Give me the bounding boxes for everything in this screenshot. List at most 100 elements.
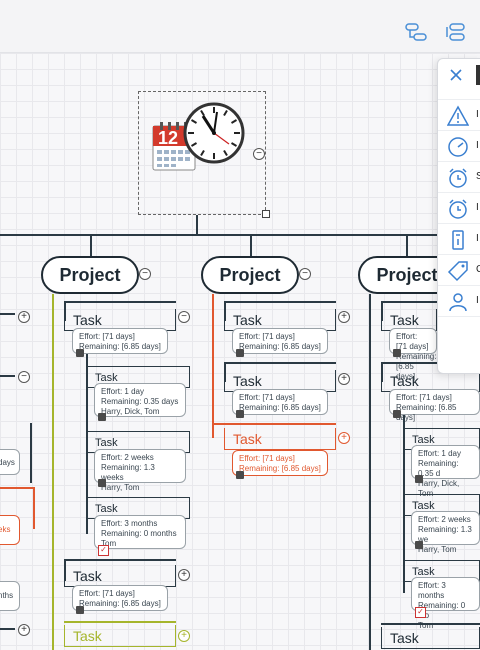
id-card-icon (452, 230, 464, 250)
expand-task-button[interactable]: + (338, 373, 350, 385)
project-node-1[interactable]: Project (41, 256, 139, 294)
task-note: Effort: [71 days]Remaining: [6.85 days] (72, 328, 168, 354)
connector (381, 623, 480, 625)
note-tag-icon (76, 606, 84, 614)
task-node-selected[interactable]: Task (224, 428, 336, 450)
gauge-icon (448, 137, 468, 157)
collapse-button[interactable]: − (18, 371, 30, 383)
connector (30, 423, 32, 483)
checkbox-done[interactable]: ✓ (415, 607, 426, 618)
price-tag-icon (447, 261, 468, 282)
panel-item-label: C (476, 264, 480, 275)
layout-view-icon[interactable] (444, 22, 468, 42)
task-node[interactable]: Task (64, 565, 176, 587)
top-toolbar (0, 0, 480, 53)
note-tag-icon (98, 479, 106, 487)
resize-handle[interactable] (262, 210, 270, 218)
root-node[interactable]: 12 − (138, 91, 270, 218)
task-note: Effort: [71 days]Remaining: [6.85 days] (389, 389, 480, 422)
panel-empty-row (438, 316, 480, 367)
expand-button[interactable]: + (18, 624, 30, 636)
expand-task-button[interactable]: + (338, 432, 350, 444)
task-note: eks (0, 515, 20, 545)
note-tag-icon (236, 410, 244, 418)
connector (0, 313, 15, 315)
connector (250, 234, 252, 256)
task-note: Effort: [71 days]Remaining: [6.85 days] (232, 328, 328, 354)
connector (0, 487, 34, 489)
task-note: Effort: [71 days]Remaining: [6.85 days] (232, 389, 328, 415)
expand-task-button[interactable]: + (178, 630, 190, 642)
connector (196, 215, 198, 235)
mindmap-canvas[interactable]: 12 − (0, 53, 480, 650)
task-node[interactable]: Task (381, 627, 480, 649)
collapse-task-button[interactable]: − (178, 311, 190, 323)
connector (212, 294, 214, 438)
alarm-clock-icon (449, 199, 467, 219)
task-note: Effort: [71 days]Remaining: [6.85 days] (389, 328, 437, 381)
connector (64, 301, 176, 303)
panel-item-label: I (476, 233, 479, 244)
connector (90, 234, 92, 256)
note-tag-icon (98, 413, 106, 421)
connector (406, 234, 408, 256)
icon-picker-panel: I I S I I C I (437, 58, 480, 374)
panel-item-id[interactable]: I (438, 223, 480, 255)
clock-icon (183, 102, 245, 164)
panel-edge (476, 65, 480, 85)
collapse-project-1-button[interactable]: − (139, 268, 151, 280)
panel-item-alarm[interactable]: S (438, 161, 480, 193)
expand-button[interactable]: + (18, 311, 30, 323)
panel-item-people[interactable]: I (438, 285, 480, 317)
checkbox-done[interactable]: ✓ (98, 545, 109, 556)
connector (212, 423, 336, 425)
panel-item-label: I (476, 140, 479, 151)
task-note: days (0, 449, 20, 475)
connector (224, 362, 336, 364)
panel-item-warning[interactable]: I (438, 99, 480, 131)
connector (381, 362, 480, 364)
connector (52, 294, 54, 650)
collapse-project-2-button[interactable]: − (299, 268, 311, 280)
close-icon[interactable] (448, 67, 464, 83)
connector (64, 621, 176, 623)
note-tag-icon (393, 410, 401, 418)
connector (0, 375, 15, 377)
connector (33, 487, 35, 529)
panel-item-gauge[interactable]: I (438, 130, 480, 162)
connector (0, 628, 15, 630)
panel-item-alarm-2[interactable]: I (438, 192, 480, 224)
note-tag-icon (76, 349, 84, 357)
outline-view-icon[interactable] (404, 22, 428, 42)
panel-item-label: I (476, 109, 479, 120)
task-note: Effort: [71 days]Remaining: [6.85 days] (72, 585, 168, 611)
calendar-date: 12 (158, 128, 179, 148)
people-icon (449, 293, 467, 312)
task-node[interactable]: Task (64, 625, 176, 647)
note-tag-icon (415, 541, 423, 549)
connector (0, 234, 480, 236)
panel-item-label: I (476, 295, 479, 306)
expand-task-button[interactable]: + (178, 569, 190, 581)
note-tag-icon (393, 349, 401, 357)
collapse-root-button[interactable]: − (253, 148, 265, 160)
panel-item-tag[interactable]: C (438, 254, 480, 286)
panel-item-label: S (476, 171, 480, 182)
project-node-2[interactable]: Project (201, 256, 299, 294)
warning-icon (447, 105, 469, 126)
expand-task-button[interactable]: + (338, 311, 350, 323)
connector (64, 559, 176, 561)
task-note: Effort: [71 days]Remaining: [6.85 days] (232, 450, 328, 476)
note-tag-icon (236, 471, 244, 479)
note-tag-icon (236, 349, 244, 357)
connector (369, 294, 371, 650)
connector (224, 301, 336, 303)
note-tag-icon (415, 475, 423, 483)
connector (381, 301, 441, 303)
